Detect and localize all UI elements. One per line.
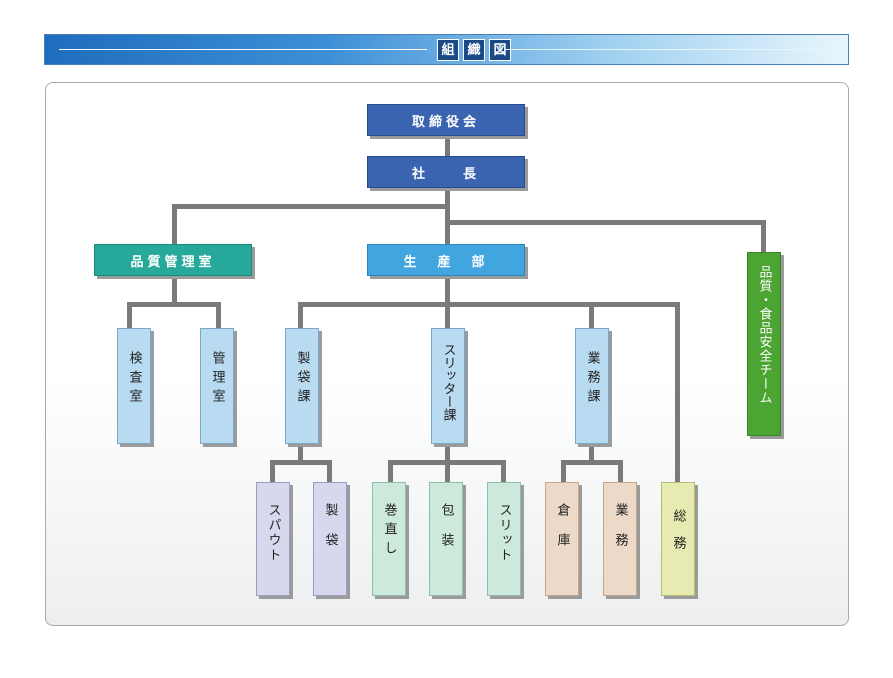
rewinding-unit-box: 巻直し — [372, 482, 406, 596]
president-label: 社 長 — [411, 166, 480, 182]
board-label: 取締役会 — [411, 114, 480, 130]
connector-line — [298, 302, 303, 328]
page-title: 組 織 図 — [437, 39, 511, 61]
rewinding-unit-label: 巻直し — [381, 503, 397, 560]
connector-line — [216, 302, 221, 328]
connector-line — [561, 460, 566, 482]
operations-unit-box: 業 務 — [603, 482, 637, 596]
quality-office-label: 品質管理室 — [130, 254, 216, 270]
inspection-room-label: 検査室 — [126, 351, 142, 408]
connector-line — [445, 444, 450, 464]
general-affairs-label: 総務 — [670, 509, 686, 563]
operations-unit-label: 業 務 — [612, 503, 628, 548]
warehouse-unit-label: 倉 庫 — [554, 503, 570, 548]
title-char-3: 図 — [489, 39, 511, 61]
food-safety-team-label: 品質・食品安全チーム — [756, 265, 772, 405]
connector-line — [172, 204, 177, 244]
business-section-label: 業務課 — [584, 351, 600, 408]
production-dept-label: 生 産 部 — [403, 254, 489, 270]
connector-line — [445, 136, 450, 156]
connector-line — [589, 444, 594, 464]
connector-line — [589, 302, 594, 328]
connector-line — [761, 220, 766, 252]
warehouse-unit-box: 倉 庫 — [545, 482, 579, 596]
bag-making-unit-label: 製 袋 — [322, 503, 338, 548]
title-char-2: 織 — [463, 39, 485, 61]
inspection-room-box: 検査室 — [117, 328, 151, 444]
header-line-left — [59, 49, 427, 50]
bag-section-box: 製袋課 — [285, 328, 319, 444]
connector-line — [270, 460, 275, 482]
connector-line — [388, 460, 393, 482]
quality-office-box: 品質管理室 — [94, 244, 252, 276]
bag-making-unit-box: 製 袋 — [313, 482, 347, 596]
connector-line — [675, 302, 680, 482]
connector-line — [298, 302, 680, 307]
connector-line — [127, 302, 132, 328]
connector-line — [327, 460, 332, 482]
connector-line — [172, 204, 450, 209]
header-line-right — [505, 49, 835, 50]
connector-line — [270, 460, 332, 465]
connector-line — [298, 444, 303, 464]
slit-unit-box: スリット — [487, 482, 521, 596]
spout-unit-label: スパウト — [265, 503, 281, 563]
connector-line — [501, 460, 506, 482]
connector-line — [445, 302, 450, 328]
header-banner: 組 織 図 — [44, 34, 849, 65]
food-safety-team-box: 品質・食品安全チーム — [747, 252, 781, 436]
connector-line — [561, 460, 623, 465]
bag-section-label: 製袋課 — [294, 351, 310, 408]
spout-unit-box: スパウト — [256, 482, 290, 596]
connector-line — [445, 188, 450, 244]
connector-line — [127, 302, 221, 307]
connector-line — [445, 220, 766, 225]
business-section-box: 業務課 — [575, 328, 609, 444]
packaging-unit-box: 包 装 — [429, 482, 463, 596]
slitter-section-box: スリッター課 — [431, 328, 465, 444]
packaging-unit-label: 包 装 — [438, 503, 454, 548]
management-room-box: 管理室 — [200, 328, 234, 444]
production-dept-box: 生 産 部 — [367, 244, 525, 276]
board-of-directors-box: 取締役会 — [367, 104, 525, 136]
slit-unit-label: スリット — [496, 503, 512, 563]
president-box: 社 長 — [367, 156, 525, 188]
title-char-1: 組 — [437, 39, 459, 61]
management-room-label: 管理室 — [209, 351, 225, 408]
connector-line — [618, 460, 623, 482]
general-affairs-box: 総務 — [661, 482, 695, 596]
connector-line — [172, 276, 177, 306]
slitter-section-label: スリッター課 — [440, 343, 456, 421]
connector-line — [445, 460, 450, 482]
connector-line — [445, 276, 450, 306]
